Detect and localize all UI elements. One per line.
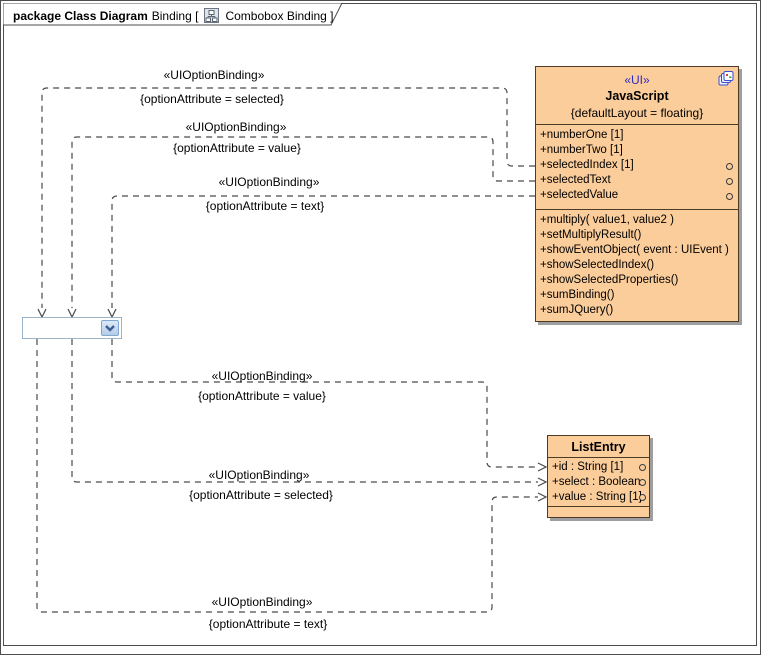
attribute-row[interactable]: +numberTwo [1] [540, 144, 623, 156]
connector-constraint-label[interactable]: {optionAttribute = text} [208, 617, 328, 631]
connector-constraint-label[interactable]: {optionAttribute = value} [173, 141, 301, 155]
connector-stereotype-label[interactable]: «UIOptionBinding» [208, 468, 310, 482]
arrowhead-right-icon [537, 462, 548, 472]
stereotype-label: «UI» [624, 73, 650, 87]
attribute-row[interactable]: +selectedIndex [1] [540, 159, 634, 171]
arrowhead-down-icon [107, 308, 117, 319]
class-name: JavaScript [605, 89, 669, 103]
connector-end-circle [726, 193, 733, 200]
diagram-header-tab [3, 3, 343, 26]
attribute-row[interactable]: +id : String [1] [552, 461, 624, 473]
connector-id-line[interactable] [111, 339, 538, 468]
connector-constraint-label[interactable]: {optionAttribute = selected} [140, 92, 284, 106]
arrowhead-down-icon [67, 308, 77, 319]
attributes-compartment: +id : String [1] +select : Boolean +valu… [548, 457, 649, 506]
connector-constraint-label[interactable]: {optionAttribute = selected} [189, 488, 333, 502]
attribute-row[interactable]: +selectedValue [540, 189, 619, 201]
operation-row[interactable]: +setMultiplyResult() [540, 229, 642, 241]
operation-row[interactable]: +sumBinding() [540, 289, 615, 301]
connector-end-circle [726, 178, 733, 185]
connector-end-circle [726, 163, 733, 170]
connector-end-circle [639, 464, 646, 471]
connector-selectedvalue-line[interactable] [111, 195, 535, 308]
class-javascript-header[interactable]: «UI» JavaScript {defaultLayout = floatin… [536, 67, 738, 124]
connector-selectedindex-line[interactable] [41, 87, 535, 308]
connector-end-circle [639, 479, 646, 486]
class-listentry[interactable]: ListEntry +id : String [1] +select : Boo… [547, 435, 650, 518]
class-javascript[interactable]: «UI» JavaScript {defaultLayout = floatin… [535, 66, 739, 322]
attribute-row[interactable]: +selectedText [540, 174, 611, 186]
operation-row[interactable]: +showEventObject( event : UIEvent ) [540, 244, 729, 256]
diagram-kind-label: package Class Diagram [13, 8, 148, 23]
connector-selectedtext-line[interactable] [71, 136, 535, 308]
connector-select-line[interactable] [71, 339, 538, 483]
connector-constraint-label[interactable]: {optionAttribute = value} [198, 389, 326, 403]
connector-stereotype-label[interactable]: «UIOptionBinding» [211, 595, 313, 609]
chevron-down-icon [105, 325, 115, 332]
connector-stereotype-label[interactable]: «UIOptionBinding» [163, 68, 265, 82]
connector-end-circle [639, 494, 646, 501]
diagram-title: package Class Diagram Binding [ Combobox… [13, 8, 334, 23]
operations-compartment: +multiply( value1, value2 ) +setMultiply… [536, 209, 738, 321]
connector-value-line[interactable] [36, 339, 538, 613]
operation-row[interactable]: +showSelectedIndex() [540, 259, 655, 271]
operation-row[interactable]: +sumJQuery() [540, 304, 614, 316]
class-constraint: {defaultLayout = floating} [570, 106, 704, 120]
operation-row[interactable]: +multiply( value1, value2 ) [540, 214, 674, 226]
class-diagram-icon [204, 8, 220, 23]
connector-stereotype-label[interactable]: «UIOptionBinding» [211, 369, 313, 383]
arrowhead-right-icon [537, 477, 548, 487]
class-name: ListEntry [571, 440, 626, 454]
operation-row[interactable]: +showSelectedProperties() [540, 274, 679, 286]
combobox-widget[interactable] [22, 317, 122, 339]
class-listentry-header[interactable]: ListEntry [548, 436, 649, 457]
diagram-frame [3, 3, 757, 646]
diagram-context-label: Binding [ [151, 8, 199, 23]
attributes-compartment: +numberOne [1] +numberTwo [1] +selectedI… [536, 124, 738, 209]
arrowhead-right-icon [537, 492, 548, 502]
connector-stereotype-label[interactable]: «UIOptionBinding» [185, 120, 287, 134]
attribute-row[interactable]: +numberOne [1] [540, 129, 624, 141]
combobox-dropdown-button[interactable] [101, 320, 119, 336]
multiple-representation-icon [718, 71, 734, 86]
connector-constraint-label[interactable]: {optionAttribute = text} [205, 199, 325, 213]
connector-stereotype-label[interactable]: «UIOptionBinding» [218, 175, 320, 189]
attribute-row[interactable]: +select : Boolean [552, 476, 641, 488]
arrowhead-down-icon [37, 308, 47, 319]
attribute-row[interactable]: +value : String [1] [552, 491, 642, 503]
operations-compartment [548, 506, 649, 515]
diagram-name-label: Combobox Binding ] [225, 8, 334, 23]
